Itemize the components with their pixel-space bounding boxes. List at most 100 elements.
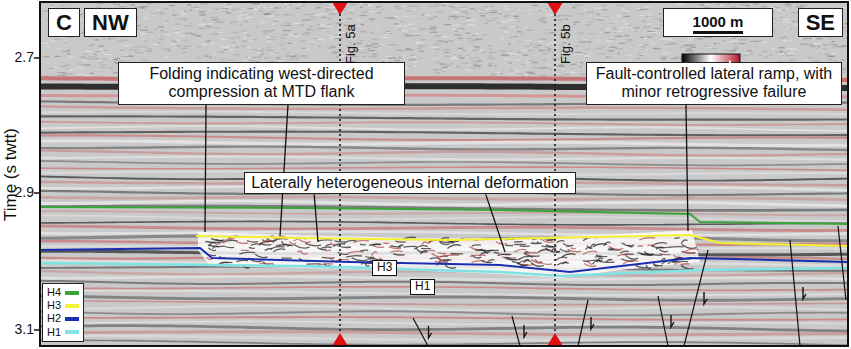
chaotic-reflector [571, 247, 576, 249]
noise [488, 58, 496, 59]
noise [210, 17, 218, 18]
noise [501, 38, 504, 39]
noise [466, 33, 471, 34]
reflector [40, 126, 848, 131]
noise [201, 13, 205, 14]
noise [108, 68, 113, 69]
noise [511, 13, 516, 14]
noise [546, 28, 550, 29]
noise [542, 22, 547, 23]
noise [91, 44, 94, 45]
noise [449, 6, 455, 7]
legend-swatch [65, 330, 79, 334]
horizon-h4 [40, 207, 848, 224]
noise [123, 54, 128, 55]
noise [195, 35, 201, 36]
noise [161, 31, 167, 32]
noise [810, 38, 812, 39]
noise [113, 4, 117, 5]
noise [420, 39, 425, 40]
noise [95, 60, 100, 61]
noise [232, 32, 238, 33]
noise [359, 3, 363, 4]
noise [450, 63, 453, 64]
reflector [40, 141, 848, 146]
noise [326, 8, 330, 9]
noise [187, 4, 191, 5]
noise [542, 50, 547, 51]
noise [542, 60, 546, 61]
noise [369, 33, 374, 34]
chaotic-reflector [451, 253, 464, 255]
noise [253, 8, 256, 9]
noise [594, 8, 601, 9]
noise [547, 68, 552, 69]
noise [444, 56, 450, 57]
noise [94, 58, 99, 59]
noise [467, 38, 472, 39]
noise [320, 13, 328, 14]
noise [275, 19, 281, 20]
chaotic-reflector [617, 254, 630, 256]
noise [242, 46, 247, 47]
noise [199, 11, 206, 12]
noise [339, 56, 343, 57]
noise [580, 66, 582, 67]
reflector [40, 122, 848, 125]
noise [206, 26, 211, 27]
noise [350, 4, 357, 5]
noise [377, 12, 381, 13]
noise [511, 26, 515, 27]
noise [533, 47, 538, 48]
noise [564, 74, 569, 75]
noise [584, 9, 586, 10]
noise [825, 46, 830, 47]
noise [828, 44, 834, 45]
noise [56, 38, 61, 39]
noise [479, 9, 485, 10]
noise [84, 75, 91, 76]
noise [610, 22, 617, 23]
chaotic-reflector [337, 246, 351, 248]
noise [209, 10, 211, 11]
leader-line [486, 194, 505, 252]
noise [457, 28, 464, 29]
noise [64, 65, 71, 66]
noise [373, 54, 377, 55]
noise [145, 50, 153, 51]
noise [279, 44, 284, 45]
noise [633, 27, 640, 28]
chaotic-reflector [524, 259, 529, 262]
noise [312, 14, 315, 15]
chaotic-reflector [539, 262, 552, 265]
noise [727, 41, 730, 42]
reflector [40, 107, 848, 110]
noise [494, 65, 496, 66]
noise [429, 28, 436, 29]
chaotic-reflector [494, 252, 499, 254]
noise [211, 33, 216, 34]
noise [674, 44, 676, 45]
noise [454, 34, 461, 35]
noise [264, 13, 271, 14]
horizon-h1 [40, 263, 848, 276]
noise [409, 65, 412, 66]
reflector [40, 216, 848, 222]
chaotic-reflector [659, 250, 668, 252]
noise [655, 19, 661, 20]
label-text: 2.7 [15, 50, 34, 65]
noise [419, 58, 423, 59]
chaotic-reflector [517, 263, 529, 266]
noise [158, 27, 164, 28]
noise [461, 7, 467, 8]
noise [197, 57, 201, 58]
leader-line [314, 194, 318, 242]
noise [714, 43, 720, 44]
noise [484, 18, 486, 19]
noise [614, 27, 616, 28]
noise [605, 41, 613, 42]
noise [412, 56, 416, 57]
noise [360, 40, 364, 41]
noise [367, 50, 375, 51]
noise [841, 59, 844, 60]
